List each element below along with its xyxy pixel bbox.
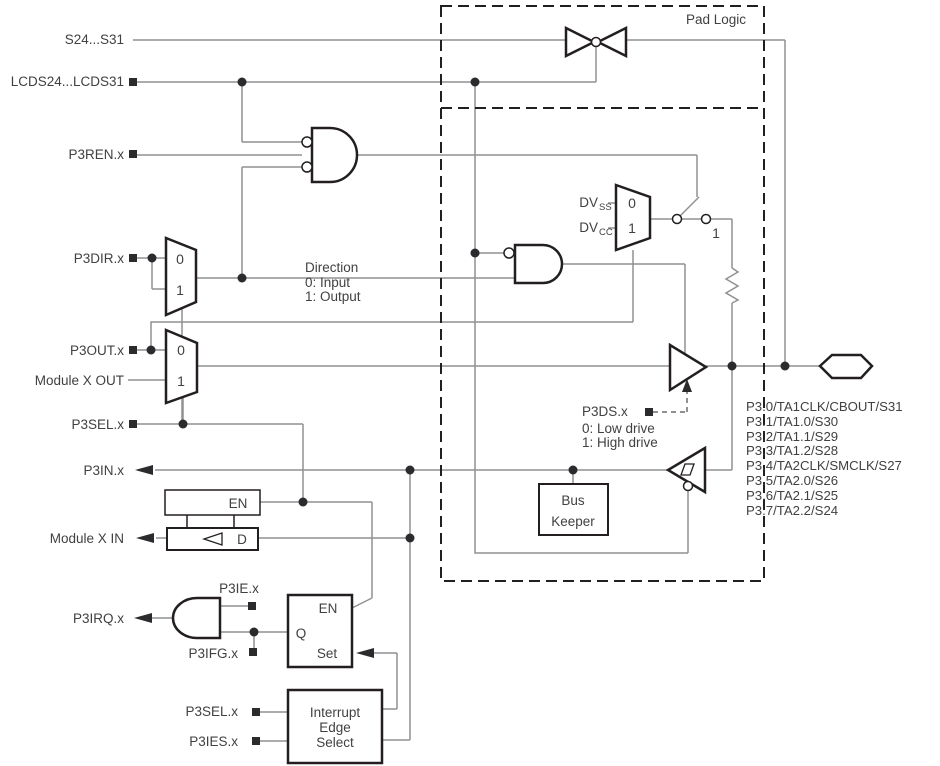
label-p3ren: P3REN.x xyxy=(68,147,124,162)
ies-line-1: Interrupt xyxy=(310,705,361,720)
label-dvcc: DV xyxy=(579,220,598,235)
ff-en-label: EN xyxy=(319,601,338,616)
bus-keeper-line-1: Bus xyxy=(561,493,585,508)
label-dvss-sub: SS xyxy=(599,202,612,213)
out-mux-1: 1 xyxy=(177,373,185,389)
dir-mux-1: 1 xyxy=(176,282,184,298)
label-module-in: Module X IN xyxy=(50,531,124,546)
drive-strength-arrow xyxy=(653,379,692,413)
ies-line-3: Select xyxy=(316,735,354,750)
dir-mux-0: 0 xyxy=(176,251,184,267)
labels: Pad Logic S24...S31 LCDS24...LCDS31 P3RE… xyxy=(11,12,903,750)
pin-item: P3.1/TA1.0/S30 xyxy=(746,414,838,429)
pull-mux-0: 0 xyxy=(628,195,636,211)
input-schmitt-buffer xyxy=(665,445,707,495)
out-mux-0: 0 xyxy=(177,342,185,358)
output-mux xyxy=(164,328,199,405)
label-p3ies: P3IES.x xyxy=(189,734,238,749)
ff-q-label: Q xyxy=(296,626,307,641)
pin-item: P3.7/TA2.2/S24 xyxy=(746,503,838,518)
drive-note-label: P3DS.x xyxy=(582,404,628,419)
input-latch xyxy=(164,489,261,551)
bus-keeper-line-2: Keeper xyxy=(551,514,595,529)
label-p3in: P3IN.x xyxy=(83,463,124,478)
label-s-bus: S24...S31 xyxy=(65,32,124,47)
label-p3dir: P3DIR.x xyxy=(74,251,125,266)
interrupt-flag-flipflop xyxy=(286,593,354,669)
terminal-squares xyxy=(129,78,653,745)
label-dvss: DV xyxy=(579,195,598,210)
output-buffer xyxy=(668,342,709,393)
label-p3ie: P3IE.x xyxy=(219,581,259,596)
label-module-out: Module X OUT xyxy=(35,373,124,388)
label-p3irq: P3IRQ.x xyxy=(73,611,124,626)
pull-voltage-mux xyxy=(614,183,652,252)
label-p3sel-ies: P3SEL.x xyxy=(185,704,238,719)
interrupt-edge-select-box xyxy=(286,688,384,765)
transmission-gate xyxy=(564,25,628,59)
drive-note-1: 0: Low drive xyxy=(582,421,655,436)
latch-en-label: EN xyxy=(229,496,248,511)
direction-and-gate xyxy=(503,243,564,285)
bus-keeper-box xyxy=(538,483,609,536)
pull-enable-switch xyxy=(671,213,712,225)
pull-mux-1: 1 xyxy=(628,220,636,236)
label-p3ifg: P3IFG.x xyxy=(188,646,238,661)
switch-closed-label: 1 xyxy=(712,225,720,241)
drive-note-2: 1: High drive xyxy=(582,435,658,450)
pad-logic-title: Pad Logic xyxy=(686,12,746,27)
pin-function-list: P3.0/TA1CLK/CBOUT/S31 P3.1/TA1.0/S30 P3.… xyxy=(746,399,903,518)
label-p3out: P3OUT.x xyxy=(70,343,124,358)
ren-and-gate xyxy=(301,126,359,184)
direction-mux xyxy=(164,236,198,317)
pin-item: P3.5/TA2.0/S26 xyxy=(746,473,838,488)
pin-item: P3.3/TA1.2/S28 xyxy=(746,443,838,458)
pin-item: P3.0/TA1CLK/CBOUT/S31 xyxy=(746,399,903,414)
latch-d-label: D xyxy=(237,532,247,547)
pin-item: P3.2/TA1.1/S29 xyxy=(746,429,838,444)
label-lcds-bus: LCDS24...LCDS31 xyxy=(11,74,124,89)
junction-dots xyxy=(146,77,790,637)
ff-set-label: Set xyxy=(317,646,338,661)
direction-note-1: Direction xyxy=(305,260,358,275)
pin-item: P3.6/TA2.1/S25 xyxy=(746,488,838,503)
wires xyxy=(128,39,820,742)
direction-note-2: 0: Input xyxy=(305,275,350,290)
irq-and-gate xyxy=(171,596,222,640)
label-p3sel: P3SEL.x xyxy=(71,417,124,432)
direction-note-3: 1: Output xyxy=(305,289,361,304)
pad-logic-boundary xyxy=(440,5,765,582)
arrowheads xyxy=(134,465,374,658)
pin-item: P3.4/TA2CLK/SMCLK/S27 xyxy=(746,458,902,473)
pad-symbol xyxy=(818,353,874,380)
ies-line-2: Edge xyxy=(319,720,351,735)
label-dvcc-sub: CC xyxy=(599,227,613,238)
